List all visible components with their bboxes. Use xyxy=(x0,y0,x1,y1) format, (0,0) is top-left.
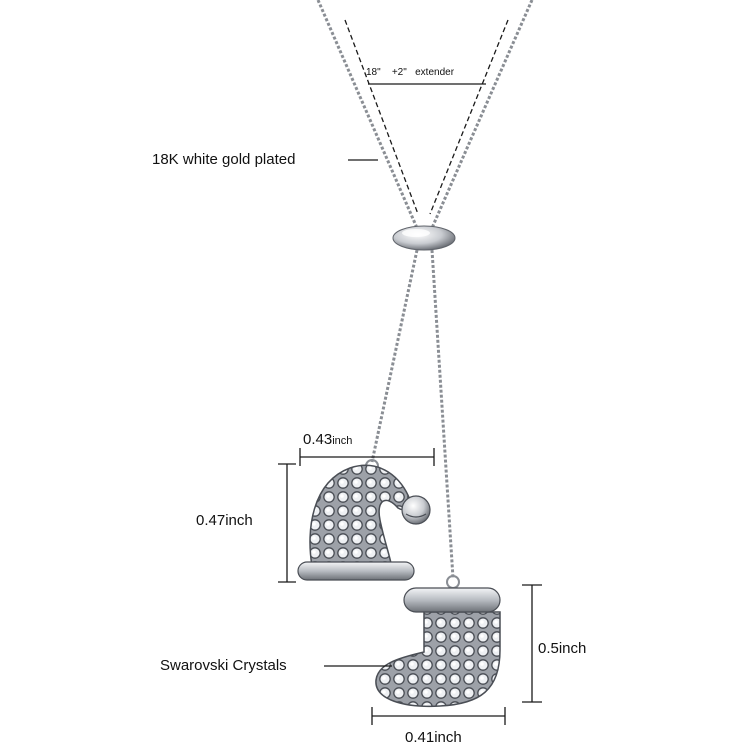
length-indicator xyxy=(344,19,509,215)
stocking-charm xyxy=(375,575,501,708)
crystals-label: Swarovski Crystals xyxy=(160,657,287,674)
chain-left-upper xyxy=(316,0,419,229)
hat-width-dimension xyxy=(299,448,435,466)
santa-hat-charm xyxy=(297,459,431,581)
plating-label: 18K white gold plated xyxy=(152,151,296,168)
hat-width-unit: inch xyxy=(332,435,353,447)
chain-right-upper xyxy=(430,0,534,229)
chain-right-lower xyxy=(430,249,455,579)
hat-width-label: 0.43inch xyxy=(303,432,352,447)
hat-height-dimension xyxy=(278,463,296,583)
extender-word: extender xyxy=(415,67,455,78)
extender-value: +2" xyxy=(391,67,407,78)
chain-left-lower xyxy=(370,249,419,463)
stocking-height-dimension xyxy=(522,584,542,703)
hat-height-label: 0.47inch xyxy=(196,512,253,529)
length-value: 18" xyxy=(366,67,381,78)
stocking-height-label: 0.5inch xyxy=(538,640,587,657)
slider-bead xyxy=(392,225,456,251)
stocking-width-dimension xyxy=(371,707,506,725)
hat-width-value: 0.43 xyxy=(303,431,333,448)
length-label: 18" +2" extender xyxy=(366,68,454,78)
stocking-width-label: 0.41inch xyxy=(405,729,462,746)
